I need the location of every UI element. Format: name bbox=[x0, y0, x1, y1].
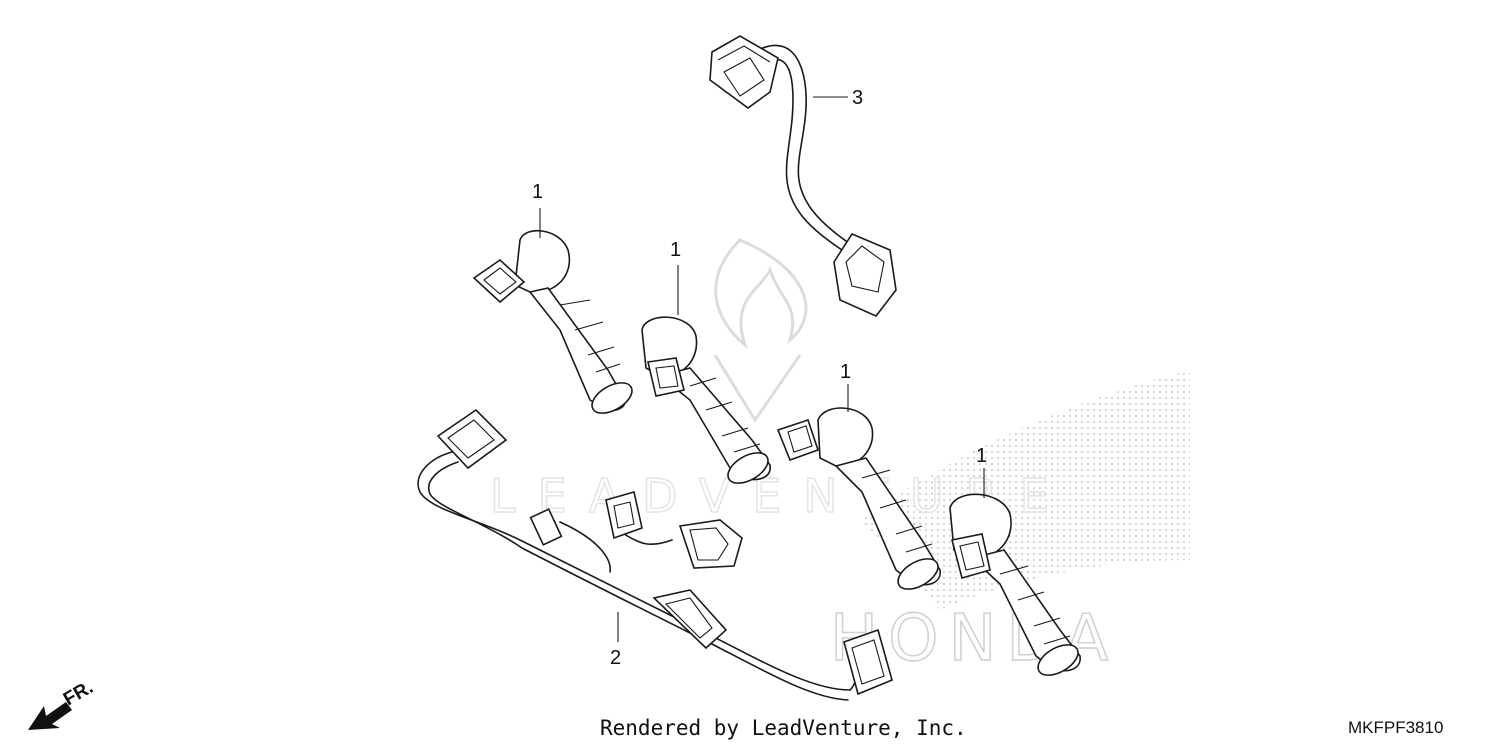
connector-icon bbox=[678, 519, 743, 569]
callout-1c: 1 bbox=[840, 361, 851, 383]
callouts: 3 1 1 1 1 2 bbox=[532, 87, 987, 669]
connector-icon bbox=[647, 357, 685, 397]
connector-icon bbox=[472, 258, 526, 304]
sub-wire-harness[interactable] bbox=[709, 35, 897, 317]
diagram-code: MKFPF3810 bbox=[1348, 718, 1444, 737]
front-arrow-icon bbox=[28, 702, 72, 730]
connector-icon bbox=[652, 589, 728, 650]
connector-icon bbox=[436, 408, 508, 470]
callout-1a: 1 bbox=[532, 181, 543, 203]
callout-2: 2 bbox=[610, 647, 621, 669]
ignition-coil-c[interactable] bbox=[776, 407, 943, 595]
callout-1b: 1 bbox=[670, 239, 681, 261]
ignition-coil-b[interactable] bbox=[641, 316, 773, 489]
ignition-coil-a[interactable] bbox=[472, 229, 637, 420]
connector-icon bbox=[605, 490, 643, 540]
wire-harness[interactable] bbox=[417, 408, 893, 701]
front-direction-marker: FR. bbox=[28, 677, 97, 730]
connector-icon bbox=[843, 628, 893, 696]
credit-text: Rendered by LeadVenture, Inc. bbox=[600, 716, 967, 740]
connector-icon bbox=[776, 418, 820, 462]
connector-icon bbox=[951, 533, 991, 579]
connector-icon bbox=[709, 35, 779, 109]
connector-icon bbox=[833, 233, 897, 317]
ignition-coil-d[interactable] bbox=[949, 493, 1083, 681]
callout-1d: 1 bbox=[976, 445, 987, 467]
callout-3: 3 bbox=[852, 87, 863, 109]
leadventure-watermark: LEADVENTURE bbox=[489, 238, 1049, 524]
